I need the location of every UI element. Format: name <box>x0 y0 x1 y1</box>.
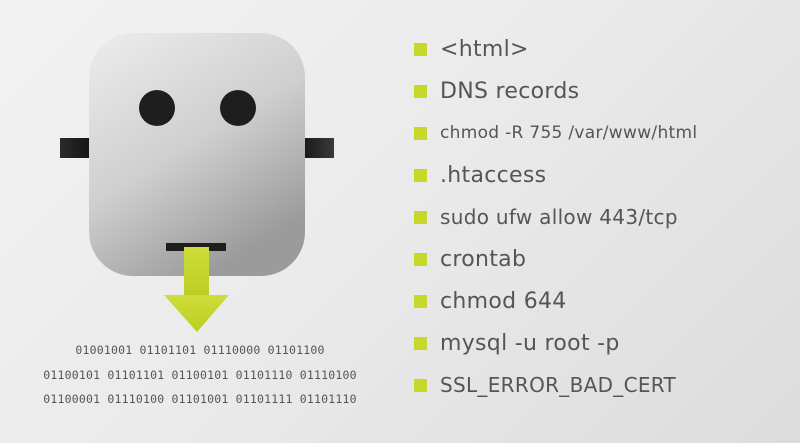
term-label: .htaccess <box>440 162 547 188</box>
square-bullet-icon <box>414 42 427 56</box>
term-label: sudo ufw allow 443/tcp <box>440 205 678 229</box>
arrow-down-icon <box>164 247 229 332</box>
robot-head <box>89 33 305 276</box>
binary-line: 01100001 01110100 01101001 01101111 0110… <box>43 392 357 406</box>
term-label: DNS records <box>440 78 580 104</box>
list-item: .htaccess <box>414 154 697 196</box>
terms-list: <html> DNS records chmod -R 755 /var/www… <box>414 28 697 406</box>
list-item: <html> <box>414 28 697 70</box>
list-item: chmod 644 <box>414 280 697 322</box>
term-label: chmod 644 <box>440 288 567 314</box>
left-eye <box>139 90 175 126</box>
square-bullet-icon <box>414 252 427 266</box>
term-label: SSL_ERROR_BAD_CERT <box>440 373 677 397</box>
binary-text: 01001001 01101101 01110000 01101100 0110… <box>20 338 380 412</box>
binary-line: 01100101 01101101 01100101 01101110 0111… <box>43 367 357 382</box>
list-item: sudo ufw allow 443/tcp <box>414 196 697 238</box>
term-label: <html> <box>440 36 529 62</box>
square-bullet-icon <box>414 168 427 182</box>
binary-line: 01001001 01101101 01110000 01101100 <box>75 343 325 357</box>
square-bullet-icon <box>414 126 427 140</box>
list-item: chmod -R 755 /var/www/html <box>414 112 697 154</box>
list-item: crontab <box>414 238 697 280</box>
square-bullet-icon <box>414 336 427 350</box>
square-bullet-icon <box>414 84 427 98</box>
right-eye <box>220 90 256 126</box>
square-bullet-icon <box>414 294 427 308</box>
term-label: mysql -u root -p <box>440 330 620 356</box>
square-bullet-icon <box>414 210 427 224</box>
right-ear <box>300 138 334 158</box>
term-label: crontab <box>440 246 527 272</box>
list-item: DNS records <box>414 70 697 112</box>
term-label: chmod -R 755 /var/www/html <box>440 123 698 143</box>
list-item: mysql -u root -p <box>414 322 697 364</box>
list-item: SSL_ERROR_BAD_CERT <box>414 364 697 406</box>
left-ear <box>60 138 96 158</box>
square-bullet-icon <box>414 378 427 392</box>
robot-head-icon <box>0 0 400 340</box>
